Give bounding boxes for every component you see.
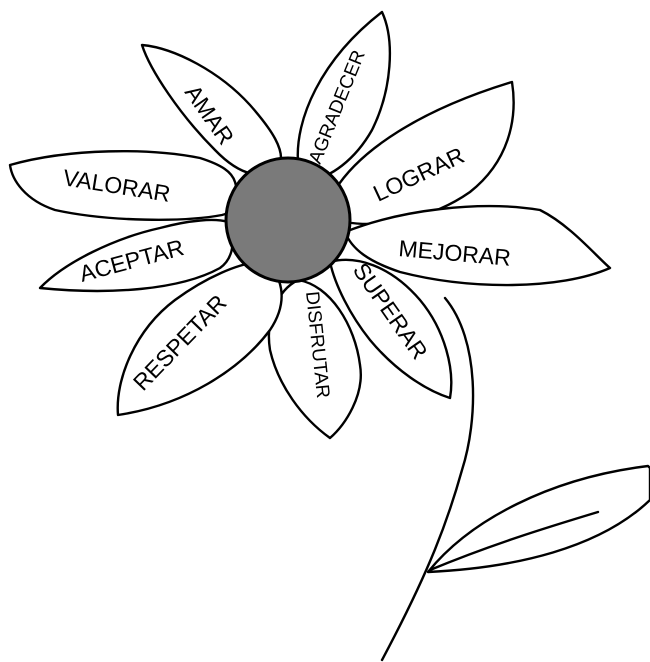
flower-center <box>226 158 350 282</box>
leaf <box>428 466 650 572</box>
